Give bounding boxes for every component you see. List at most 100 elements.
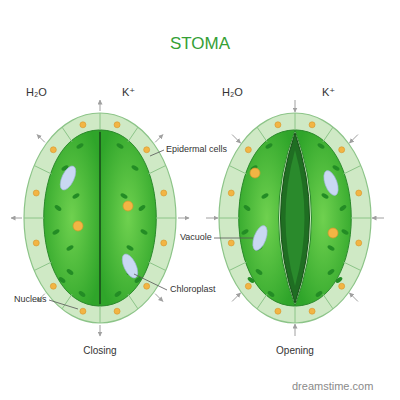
flow-arrow xyxy=(372,218,384,219)
flow-arrow xyxy=(155,294,163,302)
ion-label: K⁺ xyxy=(122,86,135,99)
nucleus xyxy=(228,240,234,246)
flow-arrow xyxy=(178,218,189,219)
guard-area xyxy=(44,130,156,306)
chloroplast xyxy=(255,268,264,276)
chloroplast xyxy=(247,276,256,284)
nucleus xyxy=(309,122,315,128)
cell-wall xyxy=(343,262,360,271)
cell-wall xyxy=(257,294,267,309)
stoma-details xyxy=(11,100,189,336)
cell-wall xyxy=(128,127,138,142)
nucleus xyxy=(328,228,338,238)
cell-wall xyxy=(343,166,360,175)
flow-arrow xyxy=(206,218,218,219)
cell-wall xyxy=(100,306,101,323)
part-label: Chloroplast xyxy=(170,284,216,295)
flow-arrow xyxy=(100,325,101,336)
nucleus xyxy=(245,283,251,289)
chloroplast xyxy=(267,290,276,298)
chloroplast xyxy=(114,290,123,298)
nucleus xyxy=(50,147,56,153)
chloroplast xyxy=(315,290,324,298)
leader-line xyxy=(214,238,253,239)
cell-wall xyxy=(257,127,267,142)
chloroplast xyxy=(76,142,85,149)
nucleus xyxy=(161,190,167,196)
chloroplast xyxy=(261,192,270,199)
state-label: Opening xyxy=(276,345,314,357)
cell-wall xyxy=(351,218,371,219)
part-label: Nucleus xyxy=(14,294,47,305)
nucleus xyxy=(250,168,260,178)
nucleus xyxy=(245,147,251,153)
nucleus xyxy=(228,190,234,196)
chloroplast xyxy=(321,192,330,199)
chloroplast xyxy=(66,244,75,251)
nucleus xyxy=(275,308,281,314)
ion-label: H₂O xyxy=(222,86,243,99)
nucleus xyxy=(114,122,120,128)
cell-wall xyxy=(219,218,239,219)
nucleus xyxy=(309,308,315,314)
chloroplast xyxy=(327,244,336,251)
vacuole xyxy=(321,169,341,198)
flow-arrow xyxy=(100,100,101,111)
vacuole xyxy=(57,164,79,193)
opening-stoma xyxy=(219,113,371,323)
cell-wall xyxy=(24,218,44,219)
chloroplast xyxy=(138,204,147,212)
open-pore xyxy=(281,133,310,303)
nucleus xyxy=(339,147,345,153)
epidermal-ring xyxy=(24,113,176,323)
nucleus xyxy=(144,147,150,153)
chloroplast xyxy=(140,228,149,235)
epidermal-ring xyxy=(219,113,371,323)
closed-pore xyxy=(99,132,101,304)
nucleus xyxy=(339,283,345,289)
leader-line xyxy=(49,300,78,309)
guard-area xyxy=(239,130,351,306)
chloroplast xyxy=(335,276,344,284)
chloroplast xyxy=(120,192,129,199)
leader-line xyxy=(134,274,167,290)
flow-arrow xyxy=(232,135,240,143)
cell-wall xyxy=(34,166,51,175)
part-label: Vacuole xyxy=(180,232,212,243)
cell-wall xyxy=(148,262,165,271)
flow-arrow xyxy=(155,135,163,143)
flow-arrow xyxy=(37,135,45,143)
cell-wall xyxy=(128,294,138,309)
nucleus xyxy=(73,221,83,231)
cell-wall xyxy=(295,113,296,130)
chloroplast xyxy=(72,192,81,199)
nucleus xyxy=(80,122,86,128)
closing-stoma xyxy=(24,113,176,323)
nucleus xyxy=(356,190,362,196)
chloroplast xyxy=(327,268,336,276)
chloroplast xyxy=(265,142,274,149)
chloroplast xyxy=(332,164,341,171)
pore-shade xyxy=(286,150,305,286)
flow-arrow xyxy=(232,293,240,301)
nucleus xyxy=(114,308,120,314)
ion-label: H₂O xyxy=(26,86,47,99)
chloroplast xyxy=(58,276,67,284)
chloroplast xyxy=(54,204,63,212)
chloroplast xyxy=(341,228,350,235)
flow-arrow xyxy=(295,100,296,112)
cell-wall xyxy=(229,262,246,271)
nucleus xyxy=(33,190,39,196)
chloroplast xyxy=(317,142,326,149)
chloroplast xyxy=(131,164,140,171)
state-label: Closing xyxy=(83,345,116,357)
cell-wall xyxy=(323,127,333,142)
chloroplast xyxy=(66,268,75,276)
nucleus xyxy=(161,240,167,246)
chloroplast xyxy=(126,244,135,251)
guard-cell xyxy=(100,130,156,306)
nucleus xyxy=(80,308,86,314)
leader-line xyxy=(150,150,164,156)
watermark: dreamstime.com xyxy=(292,380,373,393)
